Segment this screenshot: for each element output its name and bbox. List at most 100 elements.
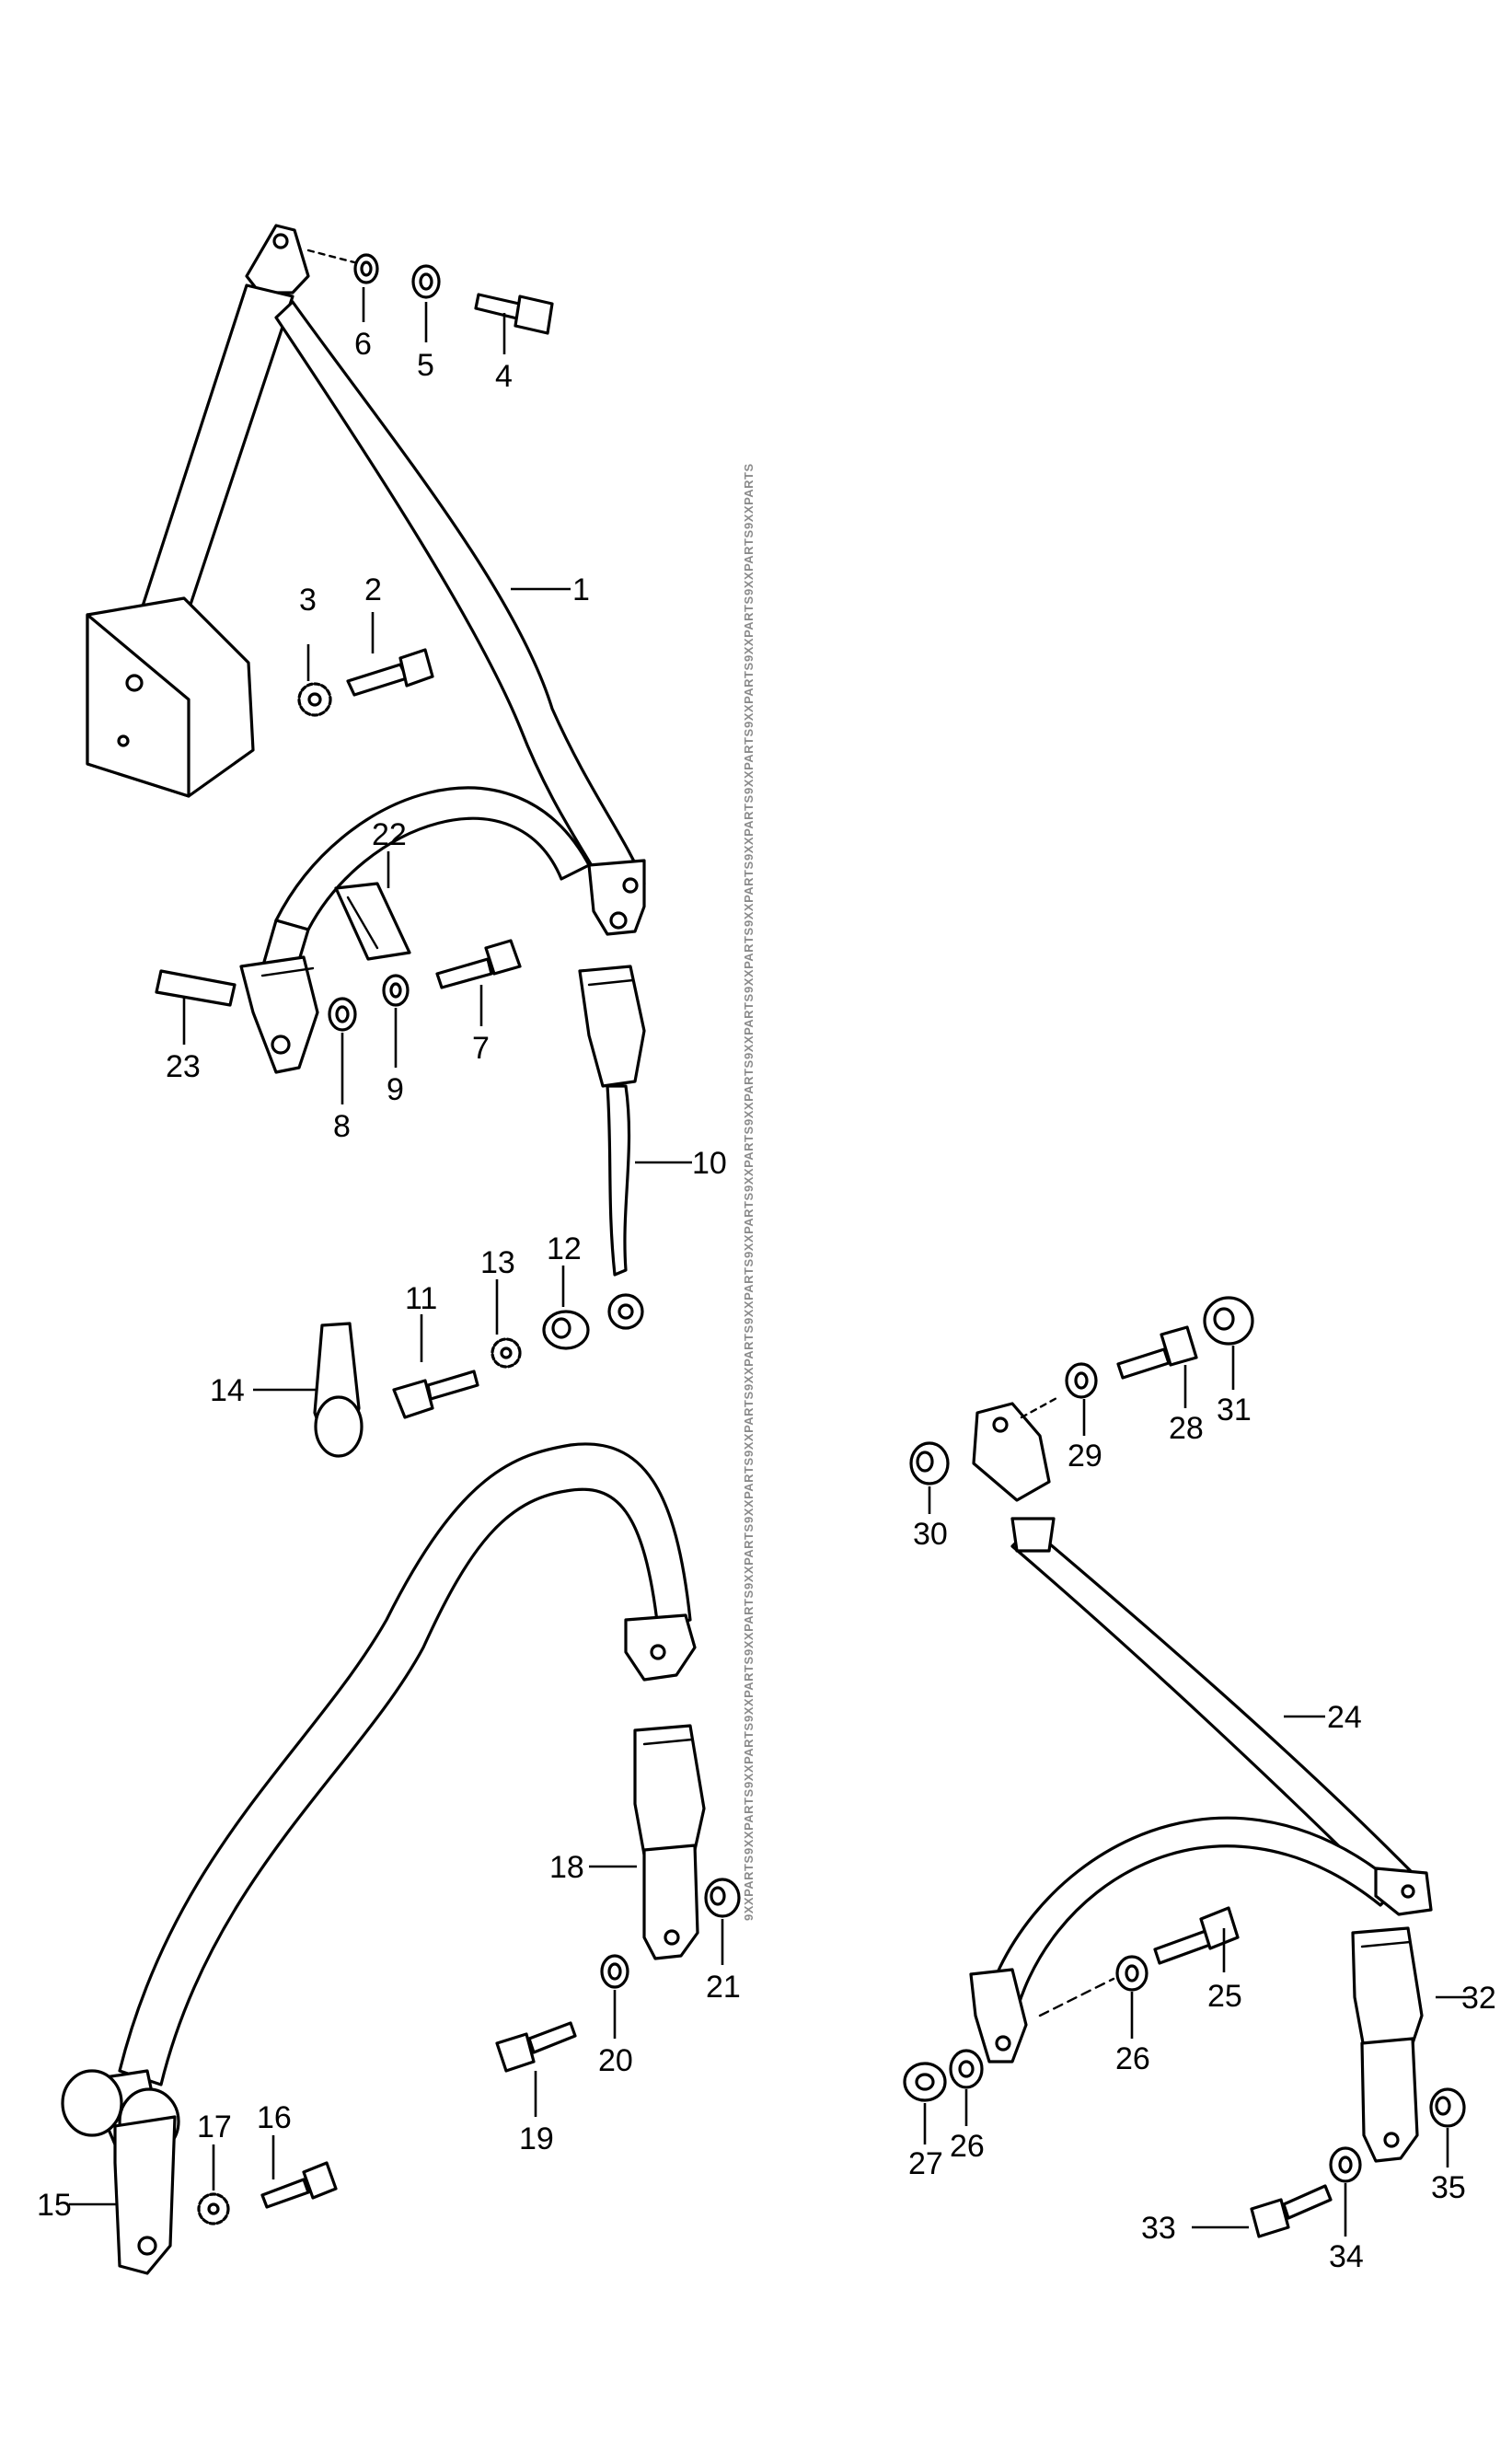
callout-4: 4 — [495, 359, 513, 394]
watermark-text: 9XXPARTS — [742, 463, 756, 529]
callout-labels: 1 2 3 4 5 6 7 8 9 10 11 12 13 14 15 16 1… — [37, 327, 1496, 2274]
part-20-washer[interactable] — [600, 1954, 629, 1989]
part-32-buckle[interactable] — [1351, 1926, 1424, 2163]
part-17-lock-washer[interactable] — [197, 2192, 230, 2225]
part-3-lock-washer[interactable] — [297, 682, 332, 717]
watermark-text: 9XXPARTS — [742, 1059, 756, 1126]
watermark-text: 9XXPARTS — [742, 1523, 756, 1589]
watermark-text: 9XXPARTS — [742, 1258, 756, 1324]
watermark-text: 9XXPARTS — [742, 794, 756, 861]
callout-1: 1 — [572, 572, 590, 607]
callout-8: 8 — [333, 1109, 351, 1144]
part-29-washer[interactable] — [1065, 1362, 1098, 1399]
part-2-bolt[interactable] — [346, 648, 434, 697]
callout-20: 20 — [598, 2043, 633, 2078]
callout-25: 25 — [1207, 1979, 1242, 2014]
watermark-text: 9XXPARTS — [742, 1788, 756, 1855]
callout-35: 35 — [1431, 2170, 1466, 2205]
watermark-text: 9XXPARTS — [742, 595, 756, 662]
part-19-bolt[interactable] — [495, 2021, 577, 2073]
callout-7: 7 — [472, 1031, 490, 1066]
part-23-clip[interactable] — [155, 969, 237, 1007]
part-31-spacer[interactable] — [1203, 1296, 1254, 1346]
callout-9: 9 — [387, 1072, 404, 1107]
part-26a-washer[interactable] — [1115, 1955, 1148, 1992]
watermark-text: 9XXPARTS — [742, 728, 756, 794]
callout-32: 32 — [1461, 1981, 1496, 2016]
callout-31: 31 — [1217, 1393, 1252, 1428]
watermark-text: 9XXPARTS — [742, 662, 756, 728]
watermark-text: 9XXPARTS — [742, 993, 756, 1059]
callout-16: 16 — [257, 2100, 292, 2135]
part-5-washer[interactable] — [411, 264, 441, 299]
watermark-text: 9XXPARTS — [742, 1722, 756, 1788]
watermark-text: 9XXPARTS — [742, 927, 756, 993]
part-14-cover[interactable] — [313, 1322, 364, 1458]
callout-23: 23 — [166, 1049, 201, 1084]
callout-21: 21 — [706, 1970, 741, 2005]
leader-lines — [69, 287, 1471, 2237]
part-8-washer[interactable] — [328, 997, 357, 1032]
watermark-text: 9XXPARTS — [742, 1656, 756, 1722]
watermark-text: 9XXPARTS — [742, 1324, 756, 1391]
part-12-spacer[interactable] — [542, 1310, 590, 1350]
part-15-retractor-belt[interactable] — [61, 1442, 697, 2275]
callout-30: 30 — [913, 1517, 948, 1552]
callout-28: 28 — [1169, 1411, 1204, 1446]
part-22-clip[interactable] — [334, 882, 411, 961]
callout-29: 29 — [1068, 1439, 1102, 1474]
part-6-washer[interactable] — [353, 253, 379, 284]
part-26b-washer[interactable] — [949, 2049, 984, 2089]
part-30-spacer[interactable] — [909, 1441, 950, 1485]
callout-33: 33 — [1141, 2211, 1176, 2246]
watermark-text: 9XXPARTS — [742, 529, 756, 595]
callout-11: 11 — [405, 1281, 437, 1316]
watermark-text: 9XXPARTS — [742, 1391, 756, 1457]
callout-22: 22 — [372, 817, 407, 852]
part-16-bolt[interactable] — [260, 2161, 338, 2209]
watermark-text: 9XXPARTS — [742, 1855, 756, 1921]
callout-24: 24 — [1327, 1700, 1362, 1735]
callout-3: 3 — [299, 583, 317, 618]
watermark-text: 9XXPARTS — [742, 1589, 756, 1656]
callout-15: 15 — [37, 2188, 72, 2223]
part-4-bolt[interactable] — [474, 293, 554, 335]
callout-13: 13 — [480, 1245, 515, 1280]
part-10-buckle-stalk[interactable] — [578, 965, 646, 1330]
part-28-bolt[interactable] — [1116, 1325, 1198, 1380]
watermark-text: 9XXPARTS — [742, 1192, 756, 1258]
lap-belt-upper[interactable] — [239, 786, 591, 1074]
part-24-lap-belt[interactable] — [969, 1402, 1433, 2063]
callout-6: 6 — [354, 327, 372, 362]
callout-2: 2 — [364, 572, 382, 607]
part-35-spacer[interactable] — [1429, 2087, 1466, 2128]
watermark-column: 9XXPARTS9XXPARTS9XXPARTS9XXPARTS9XXPARTS… — [742, 463, 756, 1921]
part-27-spacer[interactable] — [903, 2062, 947, 2102]
callout-27: 27 — [908, 2146, 943, 2181]
callout-18: 18 — [549, 1850, 584, 1885]
watermark-text: 9XXPARTS — [742, 1126, 756, 1192]
callout-12: 12 — [547, 1231, 582, 1266]
part-9-washer[interactable] — [382, 974, 410, 1007]
part-13-lock-washer[interactable] — [491, 1337, 522, 1369]
watermark-text: 9XXPARTS — [742, 1457, 756, 1523]
callout-19: 19 — [519, 2121, 554, 2156]
callout-26a: 26 — [1115, 2041, 1150, 2076]
part-18-buckle[interactable] — [633, 1724, 706, 1960]
watermark-text: 9XXPARTS — [742, 861, 756, 927]
part-34-washer[interactable] — [1329, 2146, 1362, 2183]
part-25-bolt[interactable] — [1153, 1906, 1240, 1965]
callout-14: 14 — [210, 1373, 245, 1408]
callout-26b: 26 — [950, 2129, 985, 2164]
part-11-bolt[interactable] — [392, 1370, 479, 1419]
callout-10: 10 — [692, 1146, 727, 1181]
callout-34: 34 — [1329, 2239, 1364, 2274]
part-7-bolt[interactable] — [435, 939, 522, 989]
part-33-bolt[interactable] — [1250, 2184, 1333, 2238]
callout-5: 5 — [417, 348, 434, 383]
part-1-shoulder-belt[interactable] — [86, 224, 646, 936]
part-21-spacer[interactable] — [704, 1878, 741, 1918]
callout-17: 17 — [197, 2110, 232, 2144]
